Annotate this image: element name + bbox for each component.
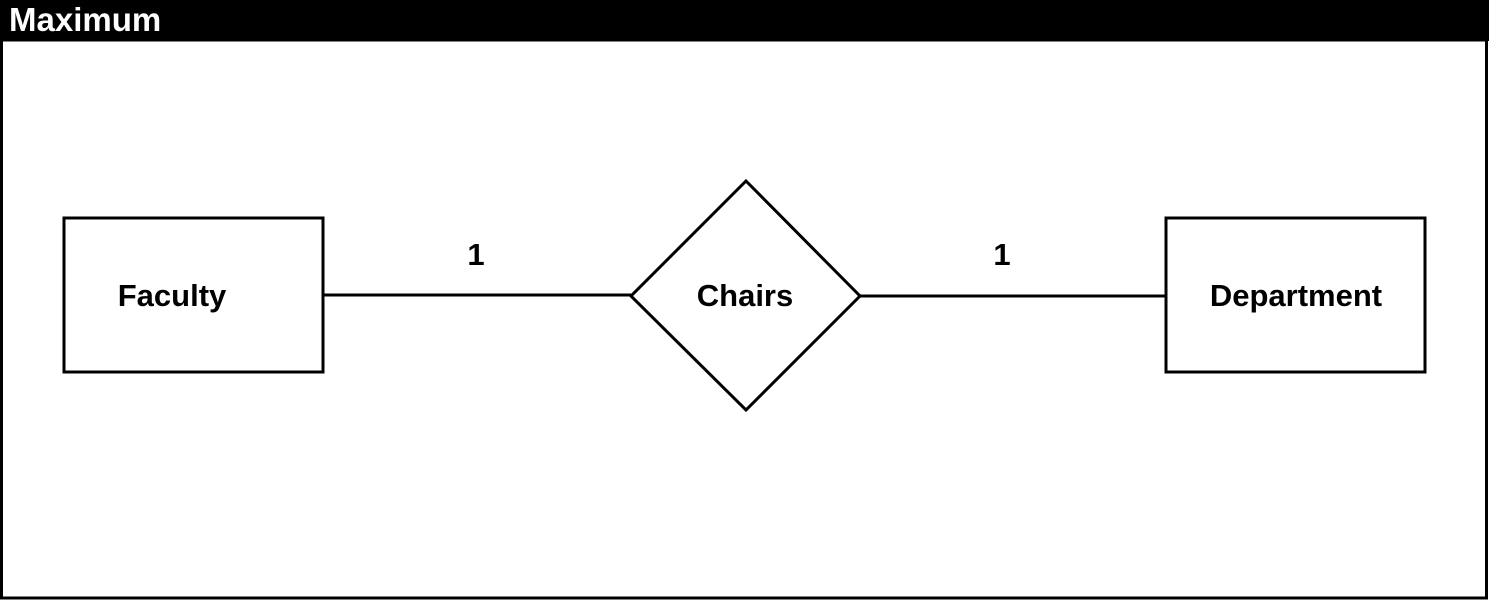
relationship-chairs-diamond [628, 178, 863, 413]
diagram-title: Maximum [9, 1, 162, 38]
entity-department-box [1164, 216, 1427, 374]
relationship-chairs-label: Chairs [697, 278, 793, 313]
cardinality-faculty: 1 [467, 237, 484, 272]
diagram-border [0, 38, 1488, 600]
title-bar: Maximum [0, 0, 1489, 41]
cardinality-department: 1 [993, 237, 1010, 272]
entity-faculty-label: Faculty [118, 278, 227, 313]
entity-faculty-box [62, 216, 325, 374]
entity-department-label: Department [1210, 278, 1382, 313]
